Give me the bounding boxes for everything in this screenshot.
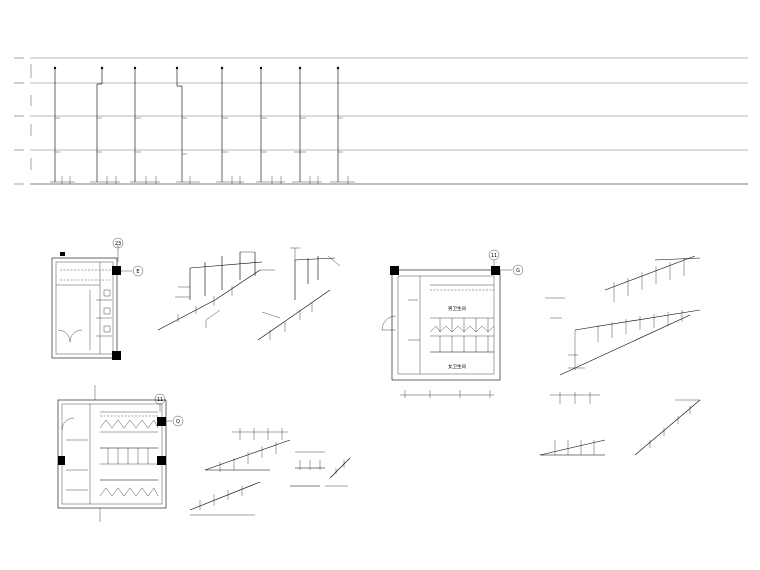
riser-4 [175, 66, 200, 184]
riser-2 [90, 66, 120, 184]
callout-11-text: 11 [491, 253, 497, 259]
plan-toilet-11-lower [57, 385, 167, 522]
room-label-male: 男卫生间 [448, 305, 466, 312]
callout-23: 23 E [112, 237, 144, 277]
isometric-5 [189, 428, 291, 516]
riser-6 [256, 66, 285, 184]
stall-row-upper [429, 317, 495, 333]
axis-q-text: Q [176, 419, 180, 425]
isometric-1 [157, 251, 275, 331]
callout-11-lower: 11 Q [154, 393, 184, 427]
riser-5 [216, 66, 244, 184]
isometric-3 [545, 255, 701, 376]
riser-8 [330, 66, 355, 184]
riser-3 [130, 66, 160, 184]
riser-elevation [14, 57, 748, 185]
isometric-4 [539, 392, 701, 456]
isometric-2 [257, 247, 341, 341]
callout-23-text: 23 [115, 241, 121, 247]
callout-11-center: 11 G [488, 249, 524, 276]
riser-7 [292, 66, 322, 184]
isometric-6 [290, 451, 351, 487]
stalls-upper [99, 419, 159, 433]
riser-1 [50, 66, 75, 184]
axis-g-text: G [516, 268, 520, 274]
stall-row-lower [430, 335, 494, 353]
room-label-female: 女卫生间 [448, 363, 466, 370]
level-marks [14, 57, 32, 185]
plan-toilet-23 [51, 252, 121, 360]
callout-11-lower-text: 11 [157, 397, 163, 403]
stalls-lower [99, 479, 159, 497]
plan-toilet-11: 男卫生间 女卫生间 [381, 266, 501, 398]
axis-e-text: E [136, 269, 139, 275]
stalls-middle [100, 447, 158, 465]
